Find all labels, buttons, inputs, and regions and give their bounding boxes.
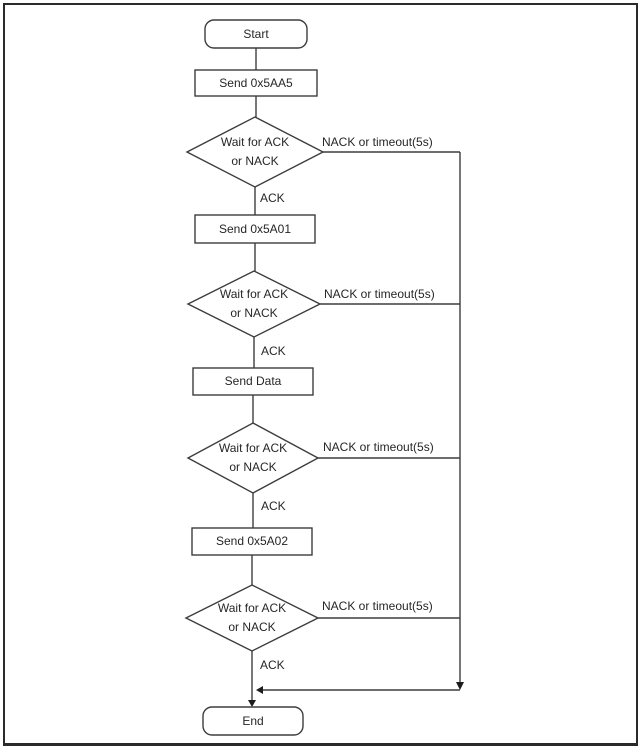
nack4-branch-label: NACK or timeout(5s)	[322, 599, 433, 613]
end-label: End	[242, 713, 264, 728]
wait1-label-line1: Wait for ACK	[220, 135, 290, 149]
nack2-branch-label: NACK or timeout(5s)	[324, 287, 435, 301]
send-0x5a02-label: Send 0x5A02	[215, 534, 289, 548]
send-data-node-shape	[192, 367, 314, 396]
wait4-label-line1: Wait for ACK	[217, 601, 287, 615]
wait4-label: Wait for ACK or NACK	[186, 585, 318, 651]
wait2-label-line1: Wait for ACK	[219, 287, 289, 301]
nack1-branch-label: NACK or timeout(5s)	[322, 135, 433, 149]
start-label: Start	[243, 26, 269, 41]
arrowhead-return-left	[256, 686, 263, 694]
wait2-decision-shape	[186, 270, 322, 338]
ack1-branch-label: ACK	[260, 191, 285, 205]
ack3-branch-label: ACK	[261, 499, 286, 513]
wait3-label-line1: Wait for ACK	[218, 441, 288, 455]
wait3-decision-shape	[186, 422, 320, 494]
wait4-decision-shape	[184, 584, 320, 652]
wait2-label: Wait for ACK or NACK	[188, 271, 320, 337]
nack3-branch-label: NACK or timeout(5s)	[323, 440, 434, 454]
end-node-shape	[202, 706, 304, 736]
send-0x5aa5-node-shape	[194, 69, 318, 97]
wait4-label-line2: or NACK	[228, 620, 276, 634]
wait3-label: Wait for ACK or NACK	[188, 423, 318, 493]
send-0x5a01-node-shape	[194, 214, 316, 244]
arrowhead-trunk-down	[456, 682, 464, 690]
wait1-label: Wait for ACK or NACK	[187, 117, 323, 187]
wait1-decision-shape	[185, 116, 325, 188]
send-0x5a02-node-shape	[191, 527, 313, 556]
arrowhead-into-end	[248, 700, 256, 707]
ack2-branch-label: ACK	[261, 344, 286, 358]
wait2-label-line2: or NACK	[230, 306, 278, 320]
wait3-label-line2: or NACK	[229, 460, 277, 474]
ack4-branch-label: ACK	[260, 658, 285, 672]
wait1-label-line2: or NACK	[231, 154, 279, 168]
start-node-shape	[204, 19, 308, 49]
send-0x5aa5-label: Send 0x5AA5	[219, 75, 293, 90]
send-data-label: Send Data	[224, 374, 282, 388]
send-0x5a01-label: Send 0x5A01	[218, 221, 292, 236]
